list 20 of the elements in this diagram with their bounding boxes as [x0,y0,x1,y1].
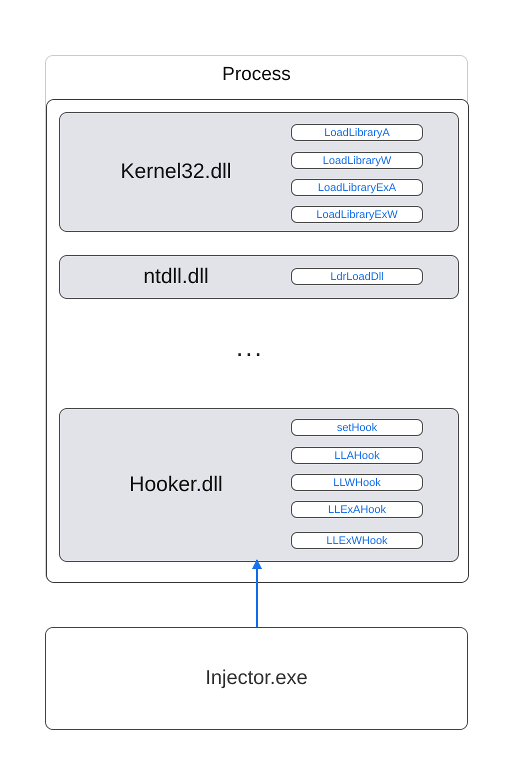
function-pill: setHook [291,419,423,436]
module-box [59,255,459,299]
module-name: Hooker.dll [128,473,224,497]
module-name: ntdll.dll [142,265,210,289]
function-pill: LoadLibraryA [291,124,423,141]
arrow [252,559,262,627]
function-pill: LLExAHook [291,501,423,518]
executable-box: Injector.exe [45,627,468,730]
function-pill: LoadLibraryExW [291,206,423,223]
module-name: Kernel32.dll [120,160,232,184]
function-pill: LLWHook [291,474,423,491]
function-pill: LoadLibraryW [291,152,423,169]
module-box [59,112,459,232]
module-box [59,408,459,562]
function-pill: LdrLoadDll [291,268,423,285]
process-title: Process [221,64,292,86]
function-pill: LoadLibraryExA [291,179,423,196]
ellipsis-text: ... [236,332,264,363]
function-pill: LLExWHook [291,532,423,549]
function-pill: LLAHook [291,447,423,464]
